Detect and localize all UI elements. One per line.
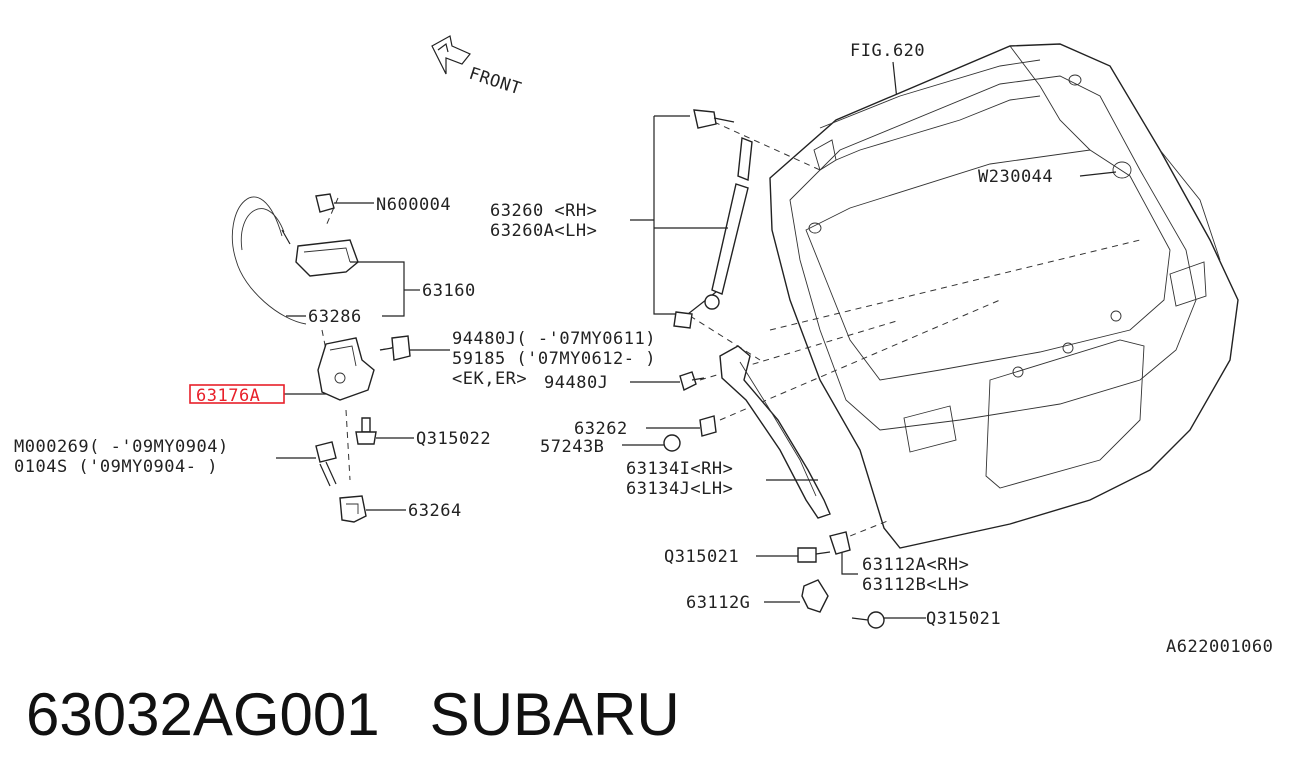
stopper-59185-part xyxy=(379,335,411,361)
label-63112g: 63112G xyxy=(686,593,750,613)
label-n600004: N600004 xyxy=(376,195,451,215)
label-63260-rh: 63260 <RH> xyxy=(490,201,597,221)
highlight-box xyxy=(189,384,285,404)
label-w230044: W230044 xyxy=(978,167,1053,187)
label-63112a-rh: 63112A<RH> xyxy=(862,555,969,575)
label-63260a-lh: 63260A<LH> xyxy=(490,221,597,241)
gas-strut-part xyxy=(673,109,753,329)
clip-94480j-part xyxy=(679,371,705,392)
front-arrow-icon xyxy=(431,35,471,75)
label-q315021-a: Q315021 xyxy=(664,547,739,567)
latch-63176a-part xyxy=(317,337,375,401)
fig-ref-label: FIG.620 xyxy=(850,41,925,61)
bolt-q315022-part xyxy=(355,417,377,445)
label-63264: 63264 xyxy=(408,501,462,521)
striker-63264-part xyxy=(339,495,367,523)
label-63160: 63160 xyxy=(422,281,476,301)
label-94480j-a: 94480J( -'07MY0611) xyxy=(452,329,656,349)
label-q315021-b: Q315021 xyxy=(926,609,1001,629)
label-57243b: 57243B xyxy=(540,437,604,457)
front-label: FRONT xyxy=(466,64,523,100)
label-59185: 59185 ('07MY0612- ) xyxy=(452,349,656,369)
figure-code-label: A622001060 xyxy=(1166,637,1273,657)
label-0104s: 0104S ('09MY0904- ) xyxy=(14,457,218,477)
footer-caption: 63032AG001 SUBARU xyxy=(26,680,680,749)
label-63134j-lh: 63134J<LH> xyxy=(626,479,733,499)
striker-63112-part xyxy=(797,531,885,629)
side-trim-part xyxy=(719,345,831,519)
tailgate-panel xyxy=(769,43,1239,549)
cap-57243b-part xyxy=(663,434,681,452)
label-ek-er: <EK,ER> xyxy=(452,369,527,389)
handle-63160-part xyxy=(295,239,359,277)
footer-brand: SUBARU xyxy=(429,681,680,748)
label-q315022: Q315022 xyxy=(416,429,491,449)
bumper-63262-part xyxy=(699,415,717,437)
nut-n600004-part xyxy=(315,193,335,213)
label-63112b-lh: 63112B<LH> xyxy=(862,575,969,595)
bolt-m000269-part xyxy=(315,441,337,487)
label-63176a: 63176A xyxy=(196,386,260,406)
label-94480j-b: 94480J xyxy=(544,373,608,393)
label-63134i-rh: 63134I<RH> xyxy=(626,459,733,479)
label-63286: 63286 xyxy=(308,307,362,327)
release-cable-part xyxy=(231,196,307,325)
label-63262: 63262 xyxy=(574,419,628,439)
footer-part-number: 63032AG001 xyxy=(26,681,380,748)
label-m000269: M000269( -'09MY0904) xyxy=(14,437,229,457)
